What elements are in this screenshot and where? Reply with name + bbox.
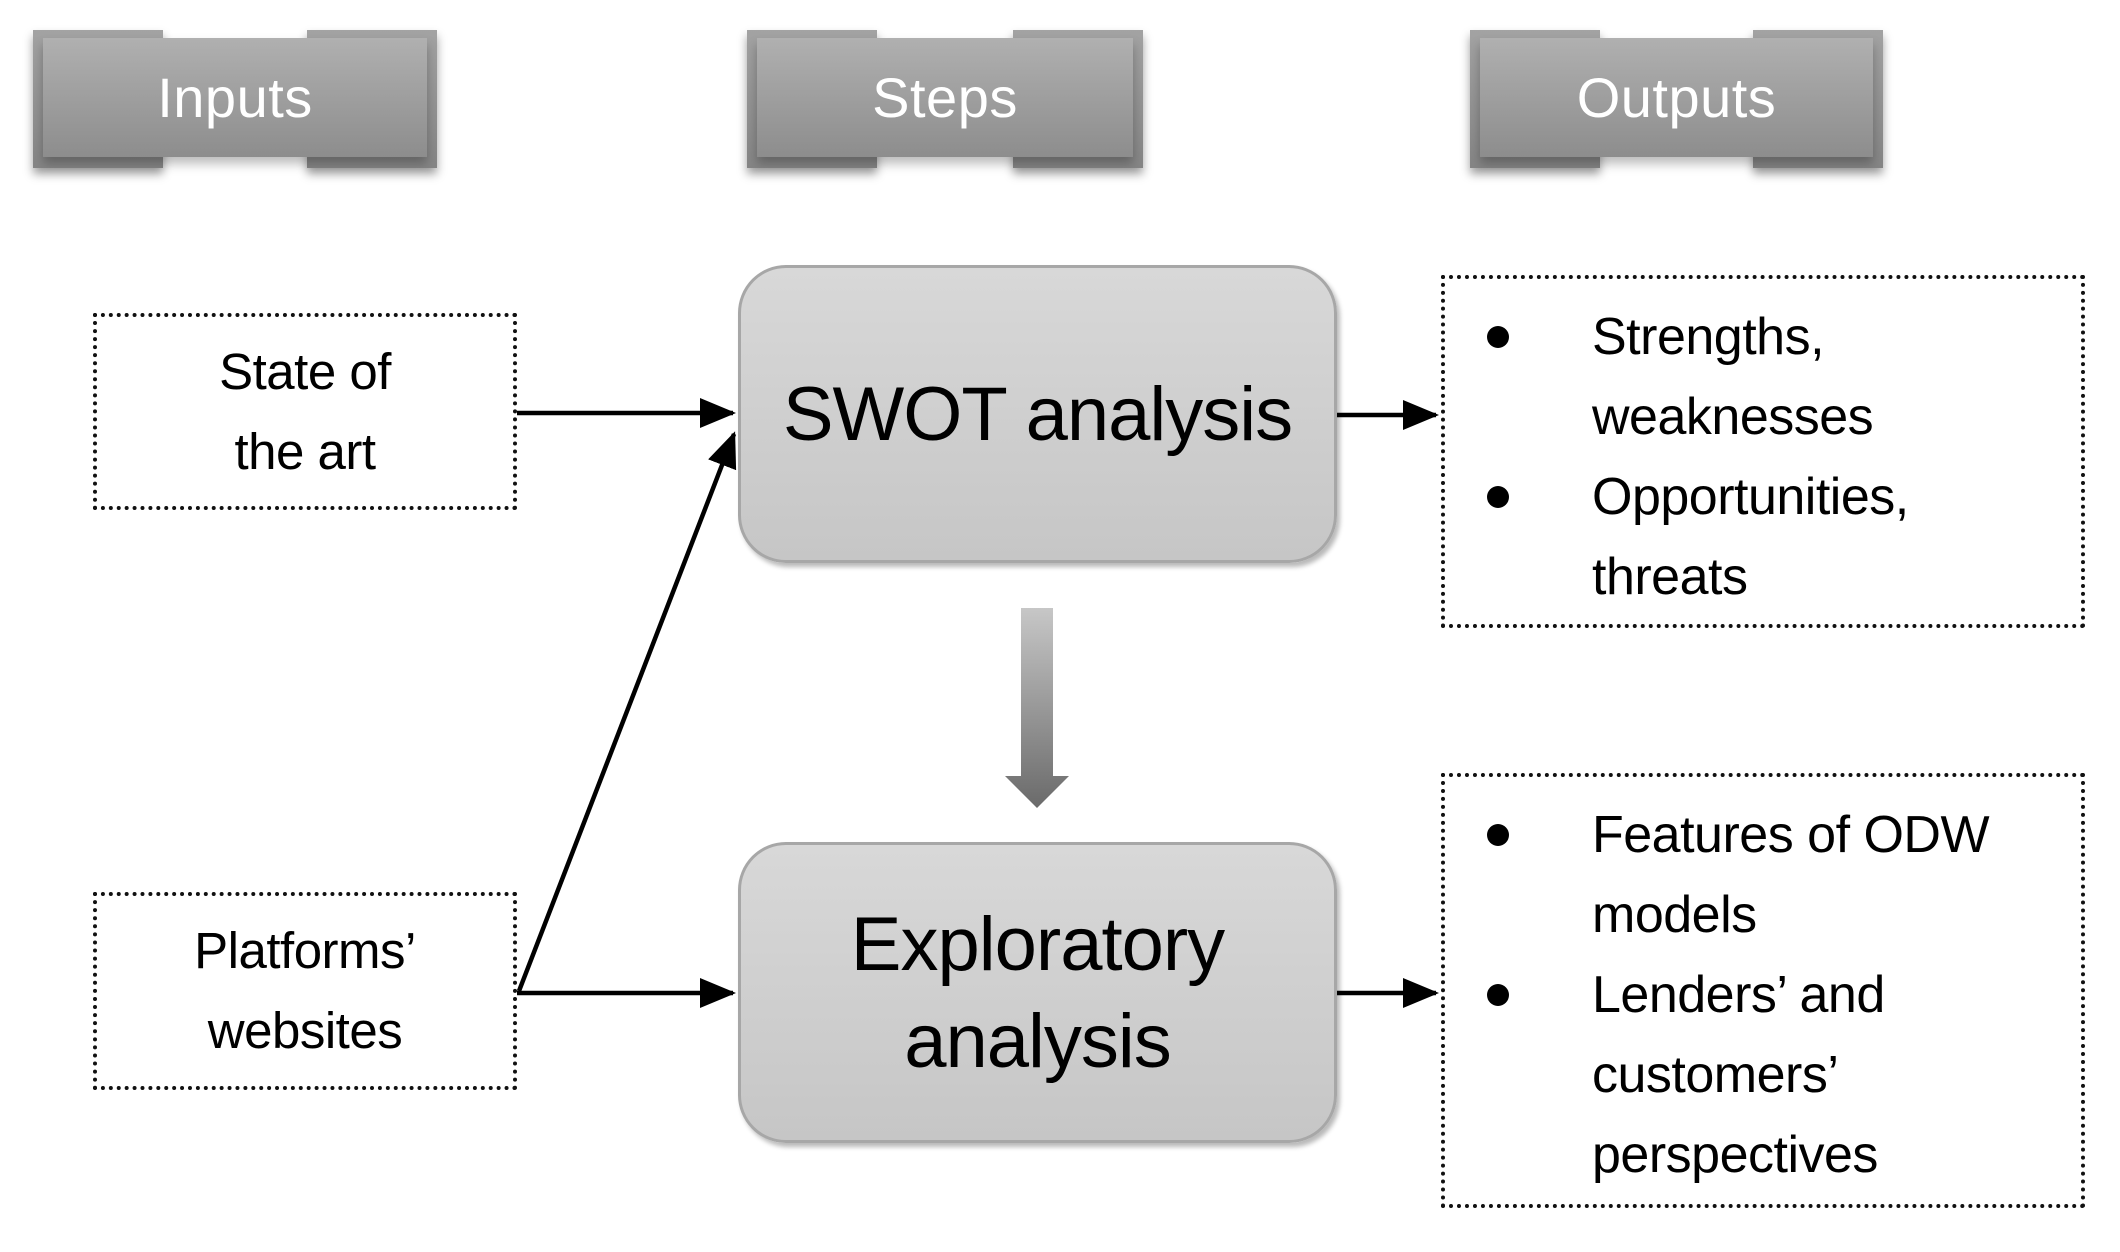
banner-steps: Steps (747, 30, 1143, 170)
banner-outputs: Outputs (1470, 30, 1883, 170)
input-box-platforms-websites: Platforms’ websites (93, 892, 517, 1090)
output-box-exploratory-results: Features of ODW models Lenders’ and cust… (1441, 773, 2085, 1208)
list-item: Lenders’ and customers’ perspectives (1445, 955, 2071, 1195)
arrow-platforms-to-swot (516, 431, 737, 992)
banner-inputs: Inputs (33, 30, 437, 170)
step-box-swot-line1: SWOT analysis (782, 371, 1293, 457)
output-item-lenders-customers-perspectives: Lenders’ and customers’ perspectives (1592, 966, 1885, 1184)
list-item: Features of ODW models (1445, 795, 2071, 955)
output-list-exploratory: Features of ODW models Lenders’ and cust… (1445, 795, 2071, 1195)
banner-inputs-bar: Inputs (43, 38, 427, 157)
banner-inputs-label: Inputs (157, 66, 313, 129)
output-list-swot: Strengths, weaknesses Opportunities, thr… (1445, 297, 2071, 617)
big-down-arrow-swot-to-exploratory (1005, 608, 1069, 808)
bullet-icon (1487, 486, 1509, 508)
banner-outputs-bar: Outputs (1480, 38, 1873, 157)
banner-steps-bar: Steps (757, 38, 1133, 157)
input-box-platforms-line2: websites (207, 1002, 403, 1059)
banner-steps-label: Steps (872, 66, 1018, 129)
step-box-exploratory-line1: Exploratory (850, 901, 1225, 987)
bullet-icon (1487, 326, 1509, 348)
banner-outputs-label: Outputs (1576, 66, 1777, 129)
output-box-swot-results: Strengths, weaknesses Opportunities, thr… (1441, 275, 2085, 628)
list-item: Opportunities, threats (1445, 457, 2071, 617)
list-item: Strengths, weaknesses (1445, 297, 2071, 457)
step-box-swot-analysis: SWOT analysis (738, 265, 1337, 563)
input-box-state-line1: State of (219, 342, 391, 400)
bullet-icon (1487, 984, 1509, 1006)
step-box-exploratory-analysis: Exploratory analysis (738, 842, 1337, 1143)
input-box-platforms-line1: Platforms’ (194, 922, 416, 979)
output-item-features-odw-models: Features of ODW models (1592, 806, 1990, 944)
input-box-state-of-the-art: State of the art (93, 313, 517, 510)
input-box-state-line2: the art (234, 422, 376, 480)
output-item-opportunities-threats: Opportunities, threats (1592, 468, 1909, 606)
output-item-strengths-weaknesses: Strengths, weaknesses (1592, 308, 1874, 446)
step-box-exploratory-line2: analysis (904, 998, 1172, 1084)
bullet-icon (1487, 824, 1509, 846)
